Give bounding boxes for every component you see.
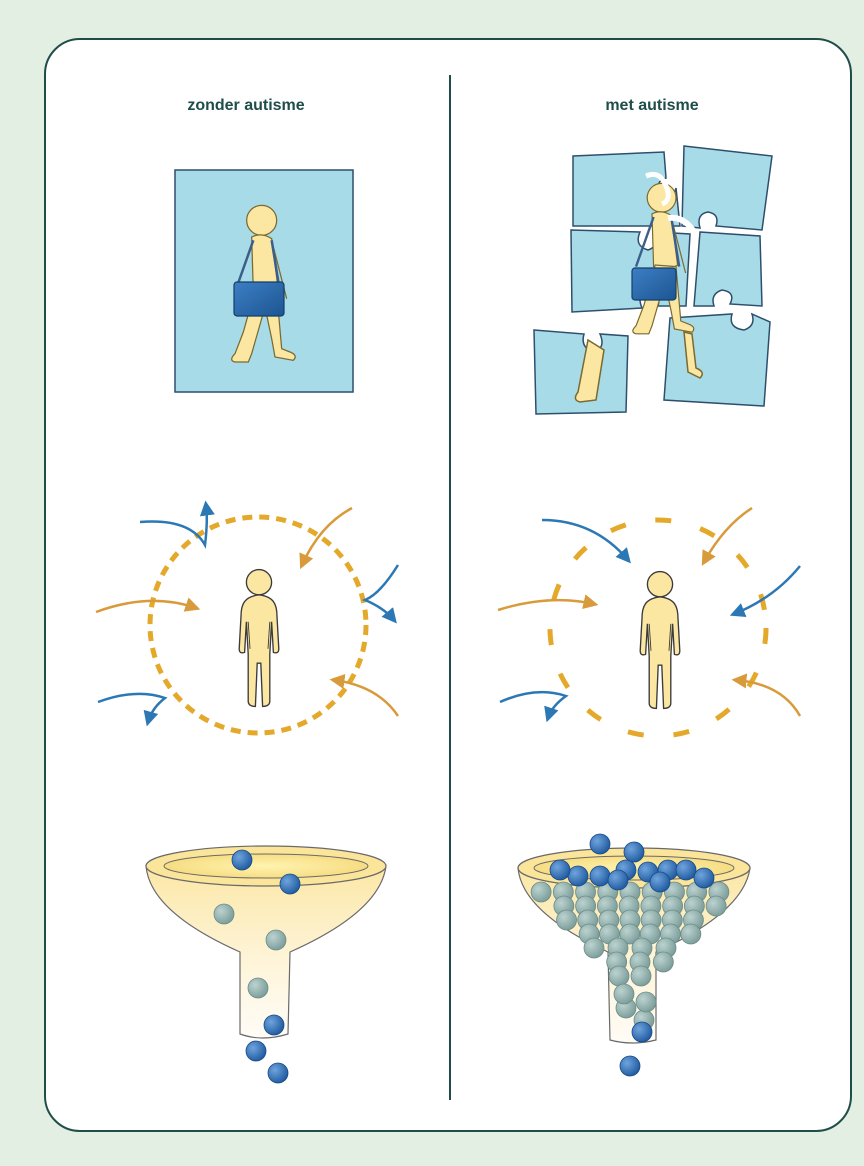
bag-icon (234, 282, 284, 316)
blue-arrow-in (542, 520, 628, 560)
blue-ball (268, 1063, 288, 1083)
orange-arrow-in (96, 601, 196, 612)
blue-arrow-deflected (140, 505, 207, 545)
orange-arrow-in (302, 508, 352, 565)
puzzle-piece (694, 232, 762, 306)
left-stimulus-boundary (96, 505, 398, 733)
blue-ball (694, 868, 714, 888)
grey-ball (706, 896, 726, 916)
blue-ball (650, 872, 670, 892)
grey-ball (614, 984, 634, 1004)
blue-arrow-deflected (365, 565, 398, 620)
grey-ball (248, 978, 268, 998)
blue-ball (676, 860, 696, 880)
orange-arrow-in (736, 680, 800, 716)
grey-ball (531, 882, 551, 902)
blue-ball (246, 1041, 266, 1061)
grey-ball (214, 904, 234, 924)
orange-arrow-in (498, 600, 594, 610)
right-puzzle-picture (534, 146, 772, 414)
blue-ball (550, 860, 570, 880)
blue-ball (590, 834, 610, 854)
blue-arrow-deflected (500, 692, 566, 718)
orange-arrow-in (334, 680, 398, 716)
grey-ball (609, 966, 629, 986)
blue-ball (632, 1022, 652, 1042)
grey-ball (681, 924, 701, 944)
bag-icon (632, 268, 676, 300)
blue-ball (568, 866, 588, 886)
blue-ball (232, 850, 252, 870)
blue-ball (264, 1015, 284, 1035)
blue-arrow-deflected (98, 694, 165, 722)
blue-ball (590, 866, 610, 886)
puzzle-piece (682, 146, 772, 230)
grey-ball (636, 992, 656, 1012)
grey-ball (266, 930, 286, 950)
grey-ball (653, 952, 673, 972)
blue-ball (280, 874, 300, 894)
grey-ball (557, 910, 577, 930)
blue-arrow-in (734, 566, 800, 614)
left-whole-picture (175, 170, 353, 392)
grey-ball (584, 938, 604, 958)
blue-ball (624, 842, 644, 862)
grey-ball (631, 966, 651, 986)
right-stimulus-boundary (498, 508, 800, 736)
blue-ball (620, 1056, 640, 1076)
blue-ball (608, 870, 628, 890)
